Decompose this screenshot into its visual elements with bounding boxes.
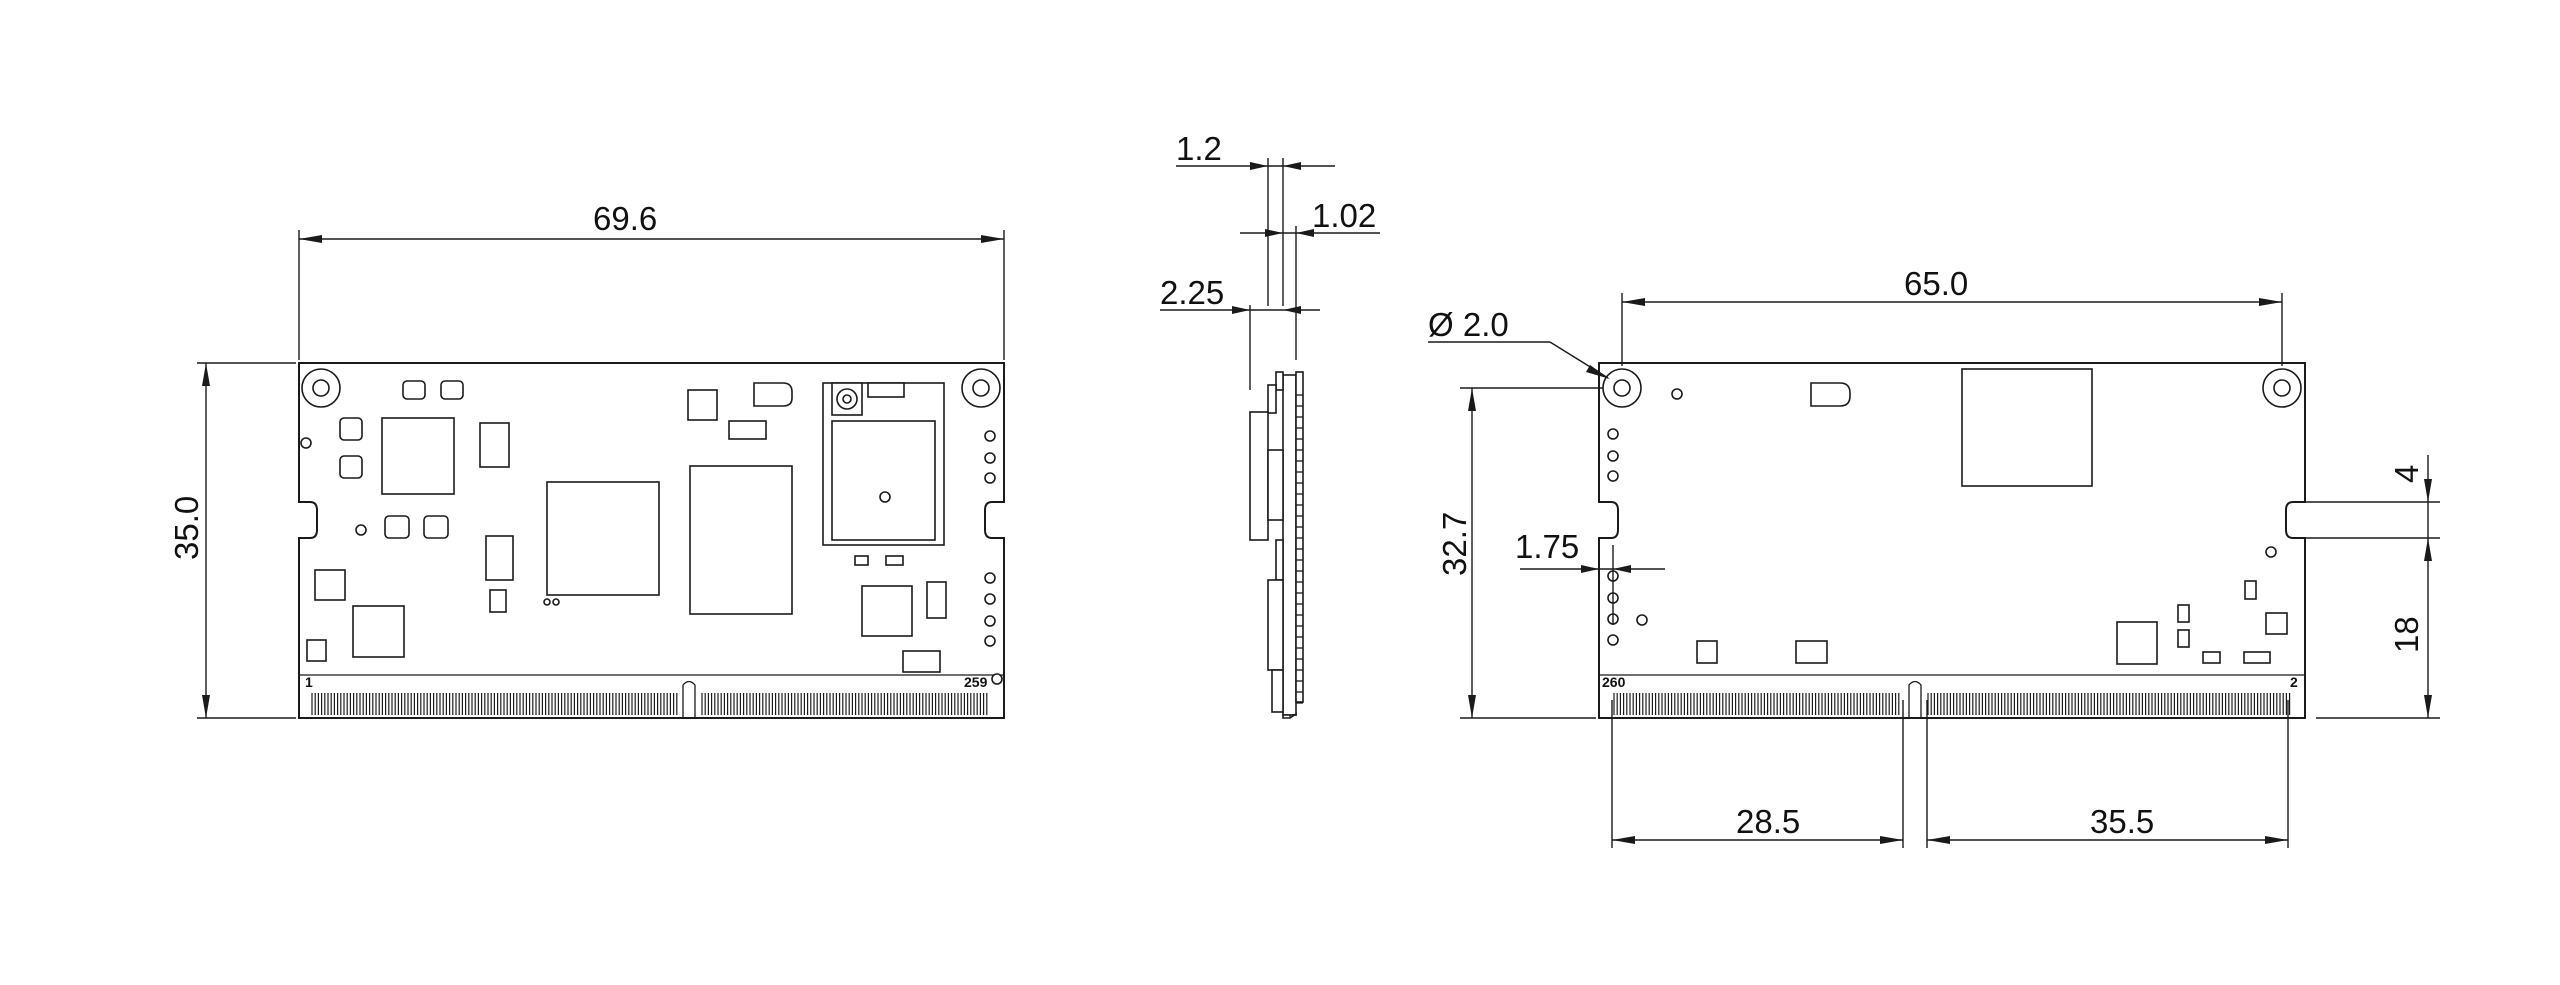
back-board-outline bbox=[1598, 362, 2306, 719]
back-left-segment-label: 28.5 bbox=[1736, 803, 1800, 840]
side-board-profile bbox=[1282, 374, 1297, 716]
front-pin-last-label: 259 bbox=[964, 674, 988, 690]
back-edge-offset-label: 1.75 bbox=[1515, 528, 1579, 565]
back-notch-label: 4 bbox=[2388, 465, 2425, 483]
side-component-ticks bbox=[1296, 394, 1303, 704]
front-width-label: 69.6 bbox=[593, 200, 657, 237]
back-view: 260 2 65.0 Ø 2.0 32.7 1.75 4 bbox=[1428, 265, 2440, 848]
front-edge-pins-right bbox=[701, 693, 988, 715]
side-thickness-right-label: 1.02 bbox=[1312, 197, 1376, 234]
front-pin-first-label: 1 bbox=[305, 674, 313, 690]
back-pin-last-label: 2 bbox=[2290, 674, 2298, 690]
back-edge-pins-right bbox=[1927, 693, 2291, 715]
side-thickness-left-label: 2.25 bbox=[1160, 274, 1224, 311]
back-hole-span-label: 65.0 bbox=[1904, 265, 1968, 302]
back-right-segment-label: 35.5 bbox=[2090, 803, 2154, 840]
front-height-label: 35.0 bbox=[168, 496, 205, 560]
back-pin-first-label: 260 bbox=[1602, 674, 1626, 690]
back-notch-to-bottom-label: 18 bbox=[2388, 616, 2425, 653]
side-thickness-top-label: 1.2 bbox=[1176, 130, 1222, 167]
back-edge-pins-left bbox=[1613, 693, 1900, 715]
back-height-label: 32.7 bbox=[1436, 512, 1473, 576]
side-view: 1.2 1.02 2.25 bbox=[1160, 130, 1380, 719]
back-hole-diameter-label: Ø 2.0 bbox=[1428, 306, 1509, 343]
front-view: 1 259 69.6 35.0 bbox=[168, 200, 1005, 719]
front-edge-pins-left bbox=[311, 693, 678, 715]
